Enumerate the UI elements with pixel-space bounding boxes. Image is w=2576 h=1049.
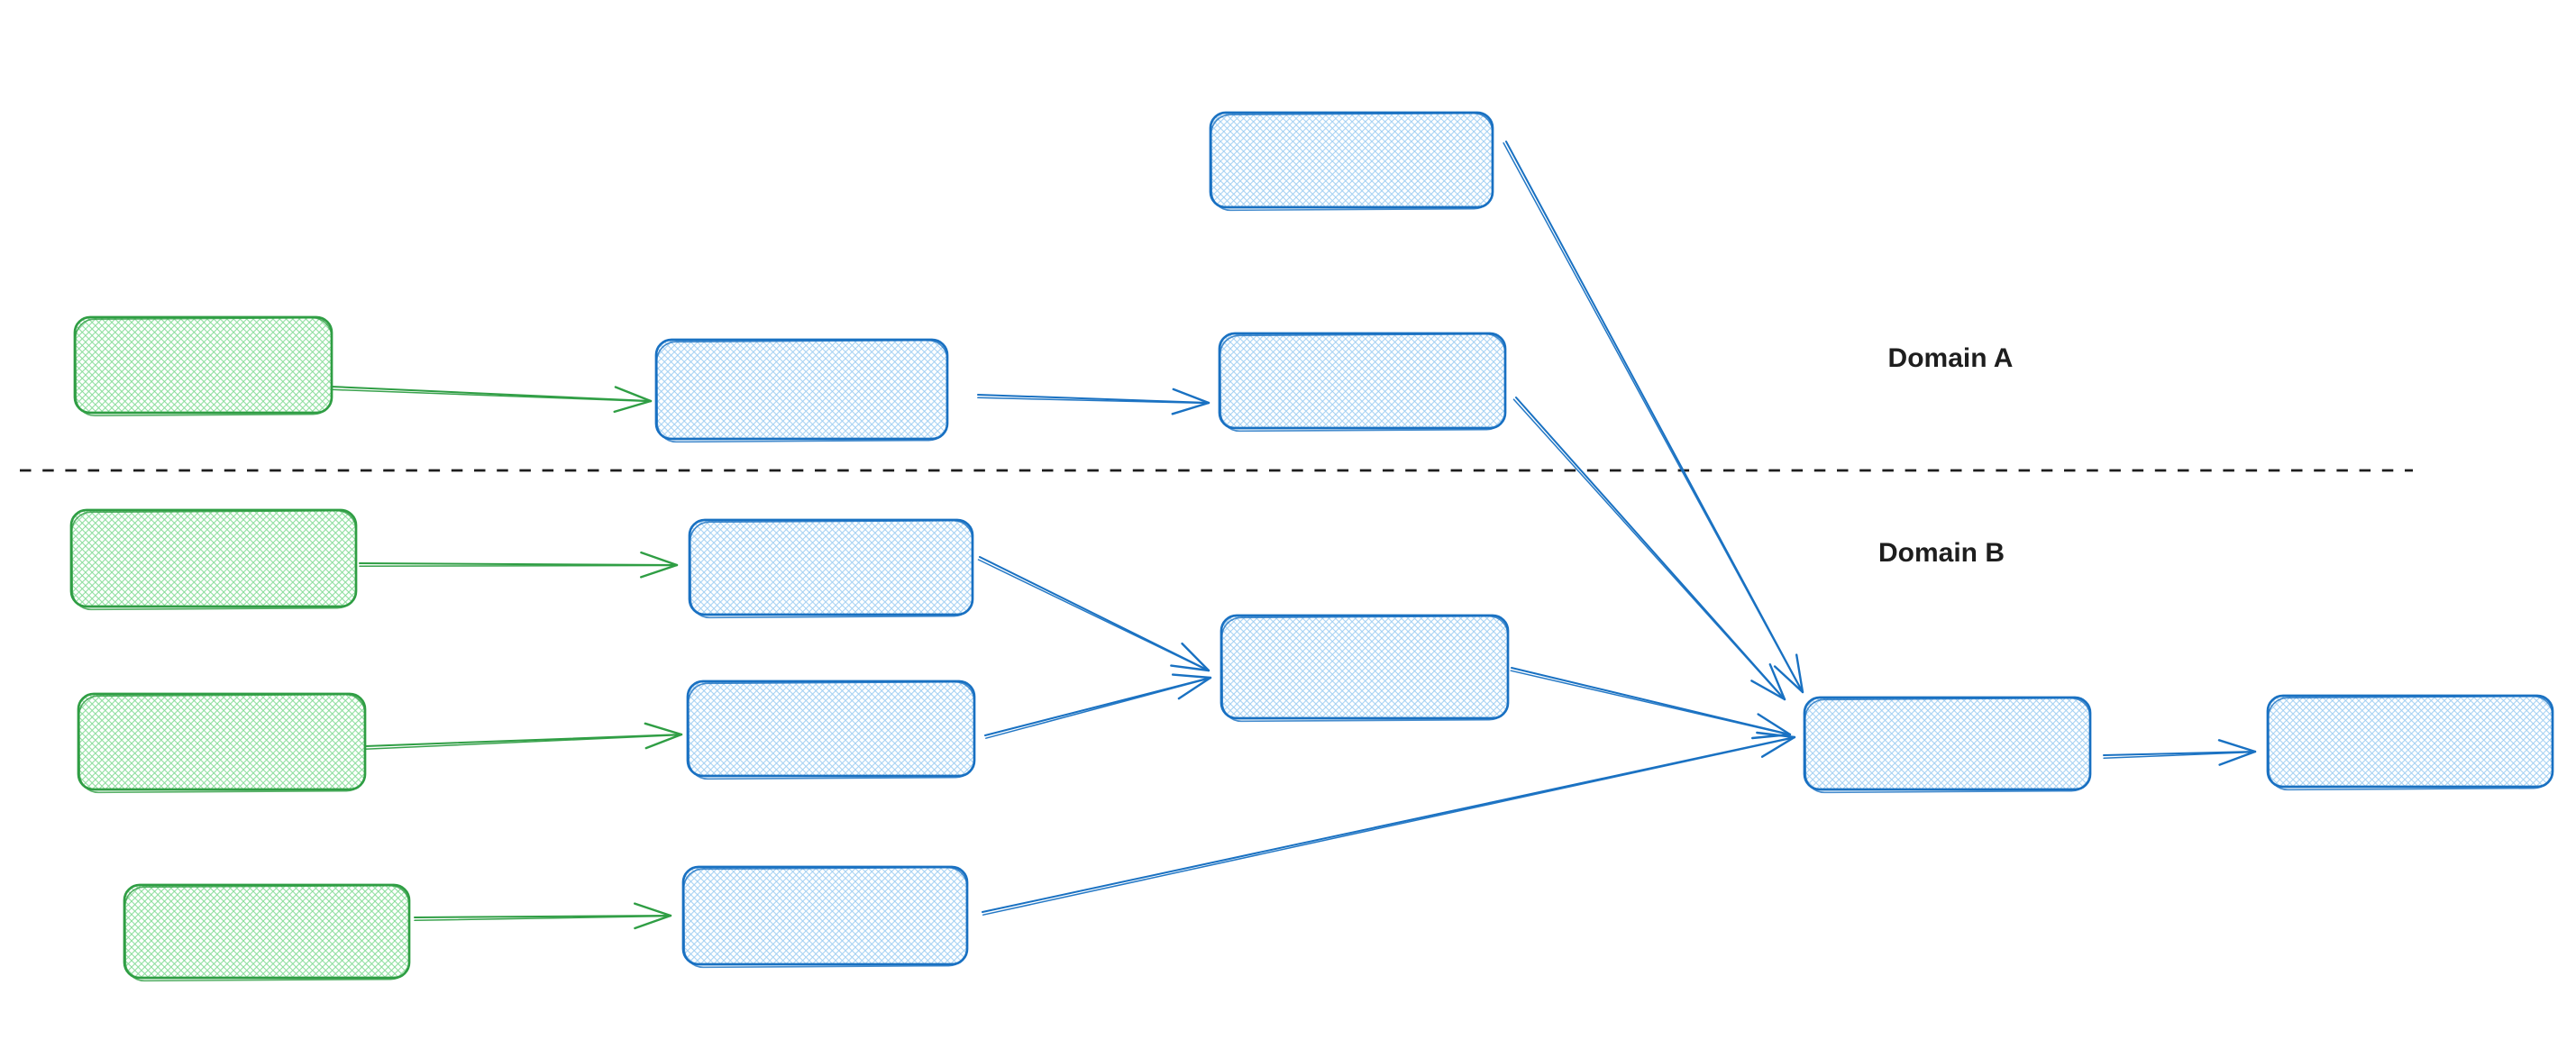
- svg-text:Domain A: Domain A: [1888, 343, 2014, 373]
- svg-text:Domain B: Domain B: [1878, 538, 2005, 568]
